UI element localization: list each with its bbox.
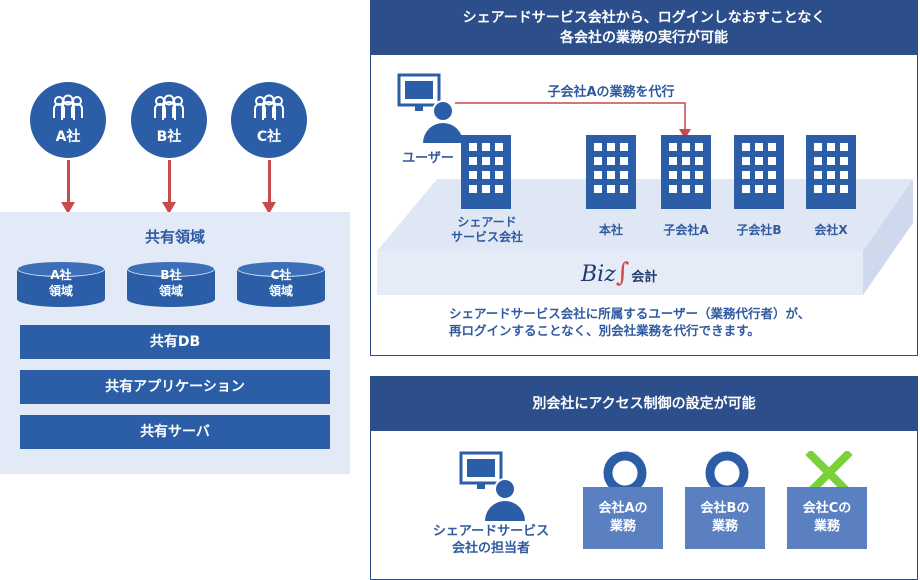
- building-shared-service-line1: シェアード: [457, 215, 517, 229]
- panel-single-login-header: シェアードサービス会社から、ログインしなおすことなく 各会社の業務の実行が可能: [371, 1, 917, 55]
- business-box-a: 会社Aの 業務: [583, 487, 663, 549]
- building-subsidiary-b-label: 子会社B: [736, 223, 782, 237]
- people-icon: [53, 94, 83, 120]
- panel-single-login-desc: シェアードサービス会社に所属するユーザー（業務代行者）が、 再ログインすることな…: [449, 305, 889, 339]
- shared-server-bar: 共有サーバ: [20, 415, 330, 449]
- company-a-label: A社: [55, 129, 81, 145]
- shared-db-bar: 共有DB: [20, 325, 330, 359]
- building-company-x: [806, 135, 856, 209]
- panel-single-login-title-1: シェアードサービス会社から、ログインしなおすことなく: [462, 10, 826, 26]
- building-subsidiary-a: [661, 135, 711, 209]
- building-subsidiary-b: [734, 135, 784, 209]
- business-box-b-line2: 業務: [711, 519, 738, 534]
- user-label: ユーザー: [402, 151, 454, 166]
- building-headquarters-label: 本社: [598, 223, 623, 237]
- panel-access-control: 別会社にアクセス制御の設定が可能 シェアードサービス 会社の担当者 会社Aの 業…: [370, 376, 918, 580]
- business-box-a-line1: 会社Aの: [598, 501, 648, 516]
- company-b-label: B社: [156, 129, 182, 145]
- arrow-b: [168, 160, 171, 204]
- staff-label: シェアードサービス 会社の担当者: [411, 523, 571, 557]
- area-a-line1: A社: [50, 268, 72, 282]
- panel-access-control-title: 別会社にアクセス制御の設定が可能: [532, 396, 756, 412]
- building-shared-service: [461, 135, 511, 209]
- arrow-c-head: [262, 202, 276, 214]
- platform: [377, 179, 913, 295]
- building-shared-service-line2: サービス会社: [450, 230, 523, 244]
- area-a-cylinder: A社領域: [17, 261, 105, 309]
- building-subsidiary-a-label: 子会社A: [663, 223, 709, 237]
- brand-suffix: 会計: [631, 270, 658, 285]
- staff-monitor-icon: [459, 451, 525, 521]
- business-box-b: 会社Bの 業務: [685, 487, 765, 549]
- company-a-circle: A社: [30, 82, 106, 158]
- people-icon: [254, 94, 284, 120]
- business-box-a-line2: 業務: [609, 519, 636, 534]
- building-shared-service-label: シェアード サービス会社: [439, 215, 535, 245]
- area-a-line2: 領域: [48, 284, 73, 298]
- company-c-label: C社: [256, 129, 282, 145]
- company-c-circle: C社: [231, 82, 307, 158]
- area-c-line2: 領域: [268, 284, 293, 298]
- arrow-a-head: [61, 202, 75, 214]
- shared-area-title: 共有領域: [144, 228, 205, 246]
- area-c-cylinder: C社領域: [237, 261, 325, 309]
- brand-logo: Biz∫会計: [581, 258, 721, 288]
- panel-access-control-header: 別会社にアクセス制御の設定が可能: [371, 377, 917, 431]
- integral-icon: ∫: [615, 258, 630, 288]
- user-monitor-icon: [397, 73, 463, 143]
- brand-text: Biz: [581, 262, 616, 287]
- building-headquarters: [586, 135, 636, 209]
- building-company-x-label: 会社X: [814, 223, 848, 237]
- arrow-c: [268, 160, 271, 204]
- panel-single-login-title-2: 各会社の業務の実行が可能: [560, 30, 728, 46]
- area-b-cylinder: B社領域: [127, 261, 215, 309]
- business-box-c-line1: 会社Cの: [802, 501, 852, 516]
- company-b-circle: B社: [131, 82, 207, 158]
- shared-app-bar: 共有アプリケーション: [20, 370, 330, 404]
- proxy-label: 子会社Aの業務を代行: [547, 85, 675, 100]
- arrow-a: [67, 160, 70, 204]
- area-b-line2: 領域: [158, 284, 183, 298]
- desc-line-2: 再ログインすることなく、別会社業務を代行できます。: [449, 323, 760, 338]
- staff-label-line2: 会社の担当者: [451, 541, 530, 556]
- proxy-arrow: [455, 102, 691, 139]
- panel-single-login: シェアードサービス会社から、ログインしなおすことなく 各会社の業務の実行が可能 …: [370, 0, 918, 356]
- staff-label-line1: シェアードサービス: [432, 524, 550, 539]
- business-box-b-line1: 会社Bの: [700, 501, 750, 516]
- area-c-line1: C社: [270, 268, 292, 282]
- business-box-c-line2: 業務: [813, 519, 840, 534]
- area-b-line1: B社: [160, 268, 182, 282]
- people-icon: [154, 94, 184, 120]
- business-box-c: 会社Cの 業務: [787, 487, 867, 549]
- desc-line-1: シェアードサービス会社に所属するユーザー（業務代行者）が、: [449, 306, 811, 321]
- arrow-b-head: [162, 202, 176, 214]
